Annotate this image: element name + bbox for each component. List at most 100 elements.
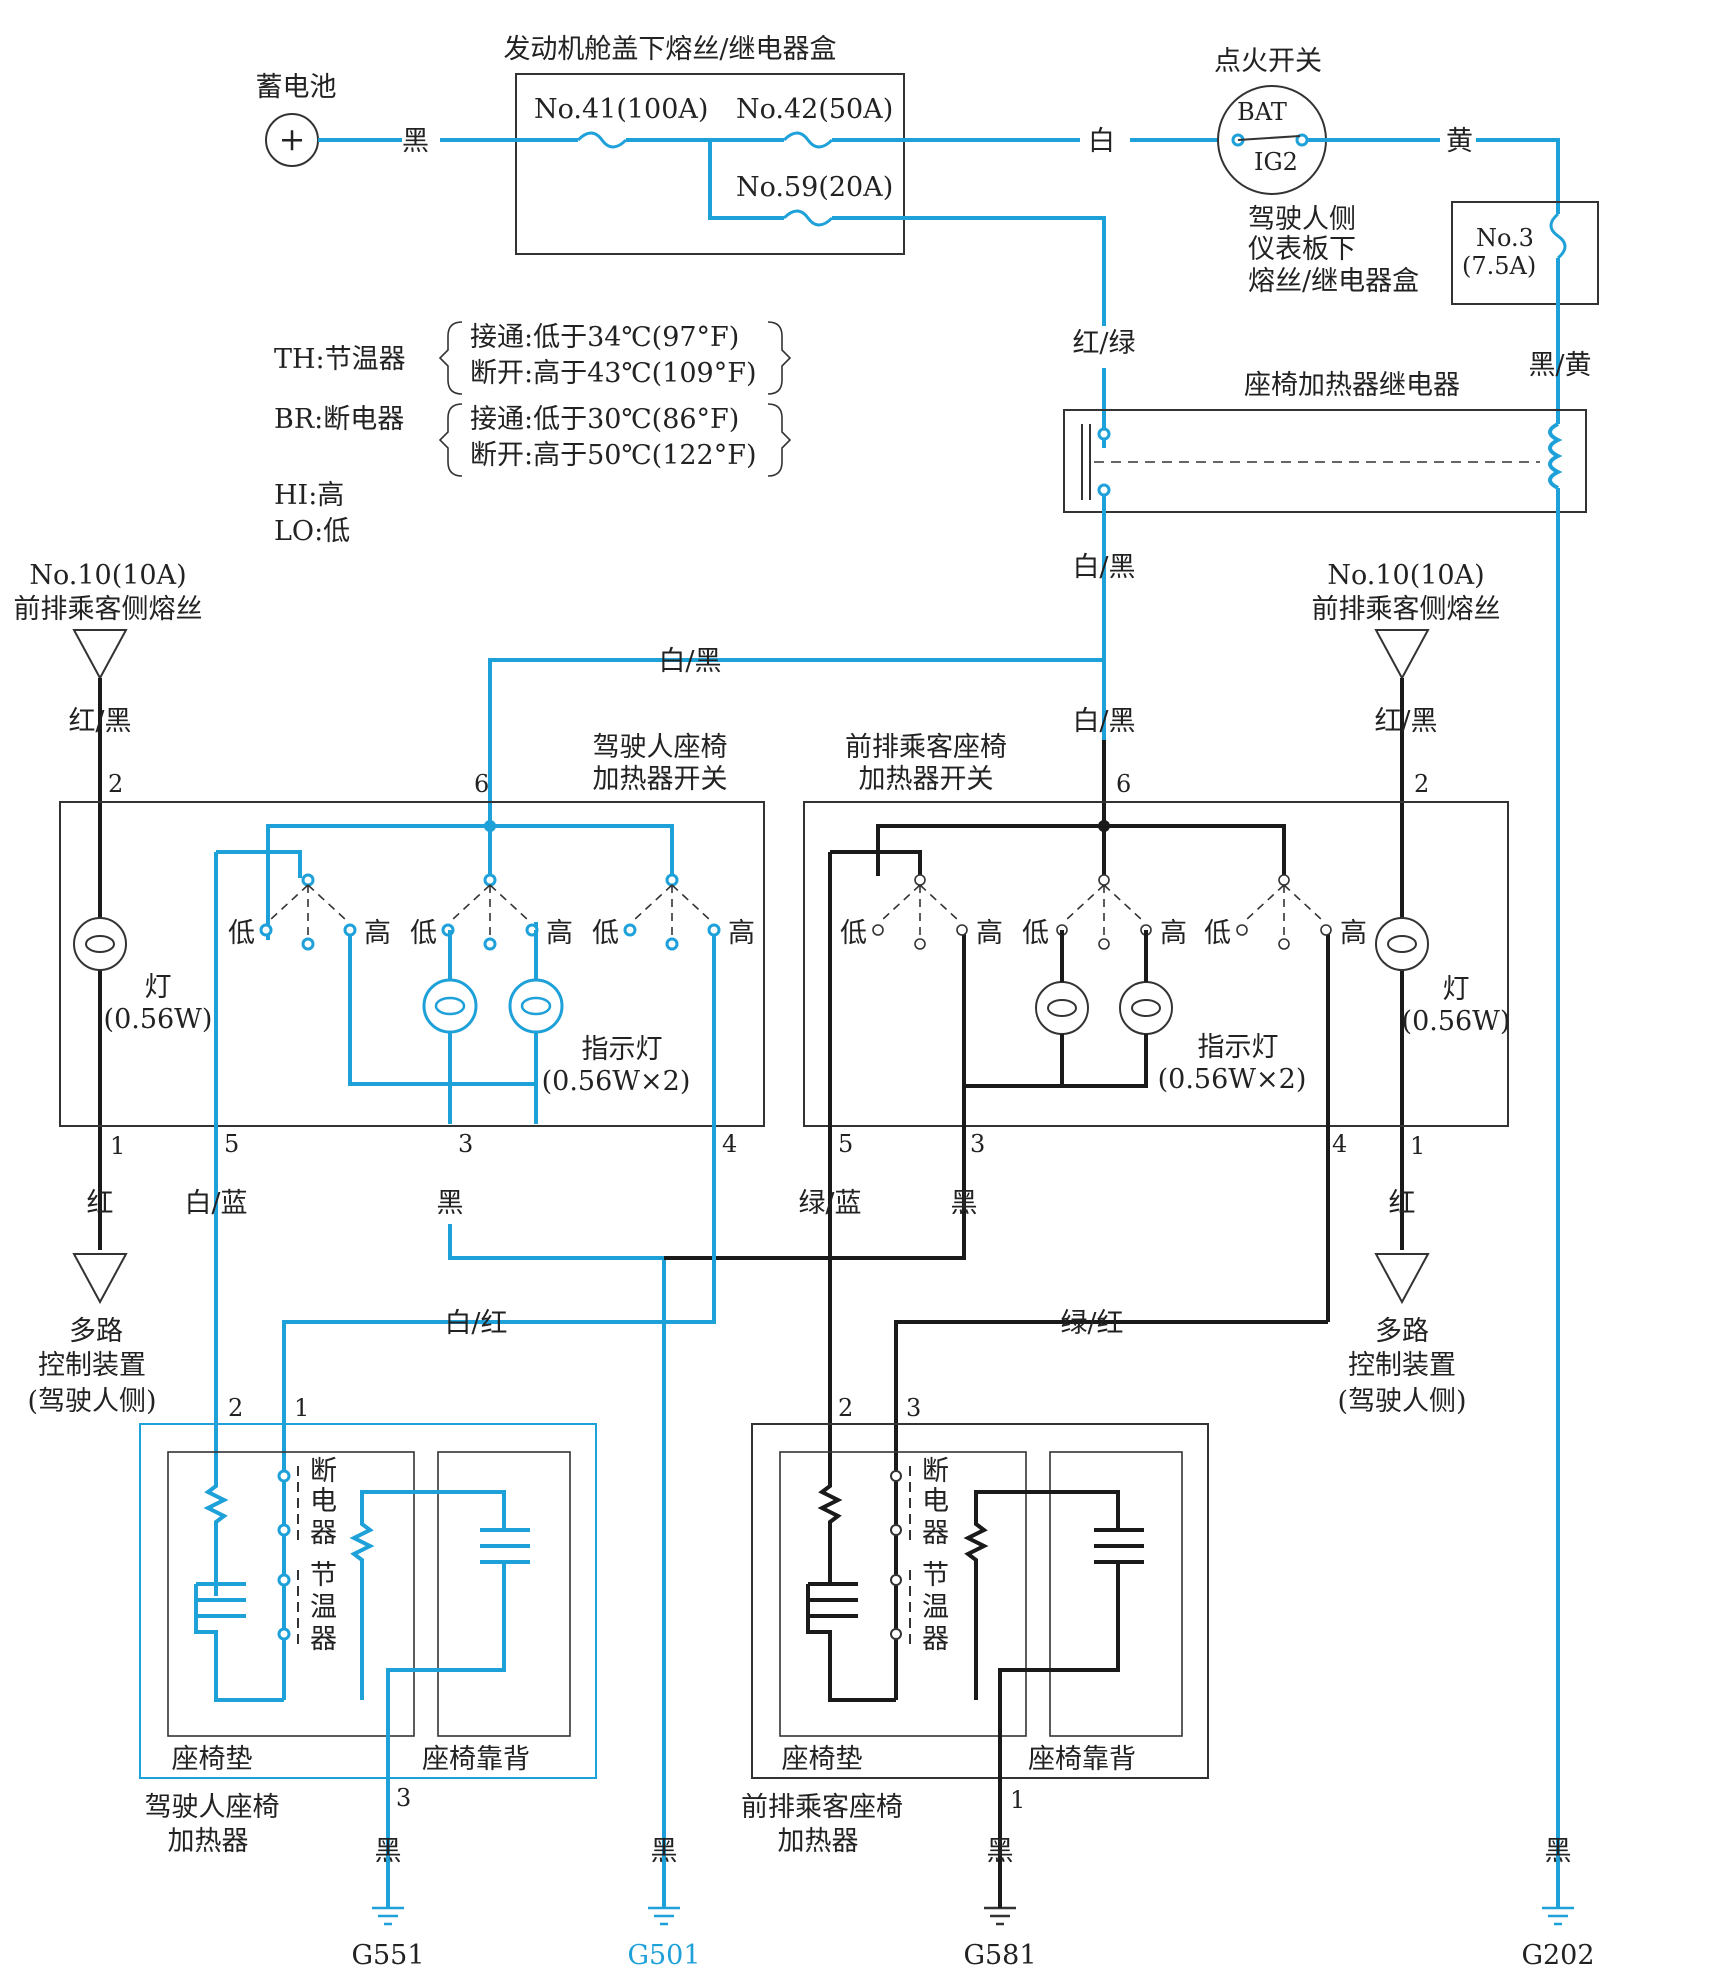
underhood-box-title: 发动机舱盖下熔丝/继电器盒: [503, 34, 836, 65]
ground-symbol-g501: [648, 1906, 680, 1926]
driver-heater-line1: 驾驶人座椅: [145, 1792, 280, 1823]
driver-pin-3: 3: [458, 1130, 473, 1158]
left-passenger-fuse-line2: 前排乘客侧熔丝: [14, 594, 203, 625]
passenger-indicator-label: 指示灯: [1198, 1032, 1279, 1063]
wire-label-black-g551: 黑: [375, 1836, 402, 1867]
wire-label-red-left: 红: [87, 1188, 114, 1219]
legend-th-off: 断开:高于43℃(109°F): [470, 358, 757, 389]
passenger-low-1: 低: [840, 918, 867, 949]
ground-symbol-g551: [372, 1906, 404, 1926]
wire-white-red: [282, 1250, 716, 1472]
passenger-thermo-char3: 器: [922, 1624, 949, 1655]
driver-low-2: 低: [410, 918, 437, 949]
underhood-fuse-box: [515, 73, 905, 255]
driver-cushion-element: [194, 1582, 284, 1702]
legend-br: BR:断电器: [274, 404, 404, 435]
fuse-42-symbol: [782, 131, 834, 149]
right-passenger-fuse-line2: 前排乘客侧熔丝: [1312, 594, 1501, 625]
driver-thermo-char2: 温: [310, 1592, 337, 1623]
passenger-breaker-contacts: [890, 1466, 911, 1646]
wire-label-yellow: 黄: [1446, 126, 1473, 157]
fuse-41-label: No.41(100A): [534, 94, 708, 125]
passenger-low-2: 低: [1022, 918, 1049, 949]
passenger-cushion-box: [779, 1451, 1027, 1737]
dash-fuse-box: [1451, 201, 1599, 305]
wire-label-black-g581: 黑: [987, 1836, 1014, 1867]
driver-pin-6: 6: [474, 770, 489, 798]
driver-indicator-lamps: [422, 978, 564, 1034]
driver-low-3: 低: [592, 918, 619, 949]
wire-label-white-ignition: 白: [1088, 126, 1115, 157]
legend-hi: HI:高: [274, 480, 344, 511]
left-mpcs-line1: 多路: [69, 1316, 123, 1347]
left-mpcs-line3: (驾驶人侧): [27, 1386, 156, 1417]
passenger-switch-common-bus: [876, 824, 1286, 876]
wire-label-white-red: 白/红: [444, 1308, 507, 1339]
passenger-switch-box: [803, 801, 1509, 1127]
driver-lamp-watt: (0.56W): [104, 1004, 213, 1035]
seat-heater-relay: [1063, 409, 1587, 513]
driver-cushion-box: [167, 1451, 415, 1737]
driver-back-label: 座椅靠背: [422, 1744, 530, 1775]
wire-label-white-black-passenger: 白/黑: [1072, 706, 1135, 737]
battery-plus-sign: +: [279, 120, 306, 158]
passenger-cushion-resistor: [817, 1472, 843, 1584]
passenger-back-label: 座椅靠背: [1028, 1744, 1136, 1775]
passenger-heater-outer: [751, 1423, 1209, 1779]
wire-label-black-g202: 黑: [1545, 1836, 1572, 1867]
driver-lamp-symbol: [73, 917, 127, 971]
passenger-high-2: 高: [1160, 918, 1187, 949]
driver-cushion-resistor: [203, 1472, 229, 1584]
passenger-pin-3: 3: [970, 1130, 985, 1158]
driver-indicator-label: 指示灯: [582, 1034, 663, 1065]
ground-symbol-g202: [1542, 1906, 1574, 1926]
driver-high-3: 高: [728, 918, 755, 949]
dash-box-title-line2: 仪表板下: [1248, 234, 1356, 265]
passenger-breaker-char1: 断: [922, 1456, 949, 1487]
driver-heater-pin-2: 2: [228, 1394, 243, 1422]
left-fuse-triangle: [72, 629, 128, 681]
fuse-3-symbol: [1549, 212, 1567, 260]
passenger-switch-title-line1: 前排乘客座椅: [845, 732, 1007, 763]
wire-label-black-passenger-pin3: 黑: [951, 1188, 978, 1219]
ground-label-g202: G202: [1521, 1940, 1594, 1971]
driver-heater-line2: 加热器: [168, 1826, 249, 1857]
dash-box-title-line1: 驾驶人侧: [1248, 204, 1356, 235]
wire-label-red-right: 红: [1389, 1188, 1416, 1219]
wire-label-red-green: 红/绿: [1072, 328, 1135, 359]
relay-contact-symbol: [1081, 424, 1091, 500]
wire-fuse59-to-relay: [832, 216, 1106, 326]
wire-yellow-to-fuse3: [1476, 138, 1560, 214]
passenger-thermo-char1: 节: [922, 1560, 949, 1591]
right-passenger-fuse-line1: No.10(10A): [1327, 560, 1484, 591]
passenger-back-box: [1049, 1451, 1183, 1737]
driver-back-element: [349, 1490, 530, 1900]
ignition-switch-title: 点火开关: [1214, 46, 1322, 77]
wire-label-red-black-right: 红/黑: [1374, 706, 1437, 737]
wire-white-black-to-driver-switch: [488, 658, 1104, 824]
legend-th: TH:节温器: [274, 344, 406, 375]
dash-box-title-line3: 熔丝/继电器盒: [1248, 266, 1419, 297]
relay-coil-symbol: [1548, 422, 1563, 490]
right-fuse-triangle: [1374, 629, 1430, 681]
wire-green-red: [894, 1320, 1328, 1472]
battery-label: 蓄电池: [256, 72, 337, 103]
legend-lo: LO:低: [274, 516, 350, 547]
passenger-switch-title-line2: 加热器开关: [859, 764, 994, 795]
wire-black-to-g501: [448, 1224, 666, 1900]
passenger-back-element: [963, 1490, 1144, 1900]
fuse-59-label: No.59(20A): [736, 172, 893, 203]
passenger-pin-5: 5: [838, 1130, 853, 1158]
passenger-pin-6: 6: [1116, 770, 1131, 798]
driver-low-1: 低: [228, 918, 255, 949]
driver-pin-4: 4: [722, 1130, 737, 1158]
wire-label-black-g501: 黑: [651, 1836, 678, 1867]
driver-pin-2: 2: [108, 770, 123, 798]
driver-breaker-char1: 断: [310, 1456, 337, 1487]
driver-breaker-contacts: [277, 1466, 299, 1646]
driver-pin-5: 5: [224, 1130, 239, 1158]
driver-heater-outer: [139, 1423, 597, 1779]
passenger-breaker-char2: 电: [922, 1486, 949, 1517]
driver-indicator-watt: (0.56W×2): [542, 1066, 691, 1097]
driver-high-1: 高: [364, 918, 391, 949]
